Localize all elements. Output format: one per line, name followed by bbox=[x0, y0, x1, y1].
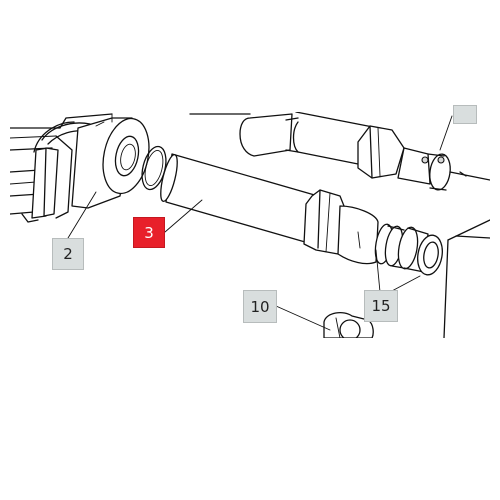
callout-10[interactable]: 10 bbox=[243, 290, 277, 323]
valve-cartridge-background bbox=[189, 112, 490, 191]
leader-lines bbox=[67, 115, 453, 331]
callout-15[interactable]: 15 bbox=[364, 290, 398, 322]
tube bbox=[160, 153, 319, 245]
nut-part-10 bbox=[323, 311, 374, 338]
callout-11[interactable] bbox=[453, 105, 477, 124]
housing-connector bbox=[10, 113, 113, 223]
manifold-block bbox=[443, 219, 490, 338]
callout-3[interactable]: 3 bbox=[133, 217, 165, 248]
valve-cartridge-main bbox=[303, 189, 443, 276]
callout-2[interactable]: 2 bbox=[52, 238, 84, 270]
coil-body bbox=[71, 113, 150, 209]
